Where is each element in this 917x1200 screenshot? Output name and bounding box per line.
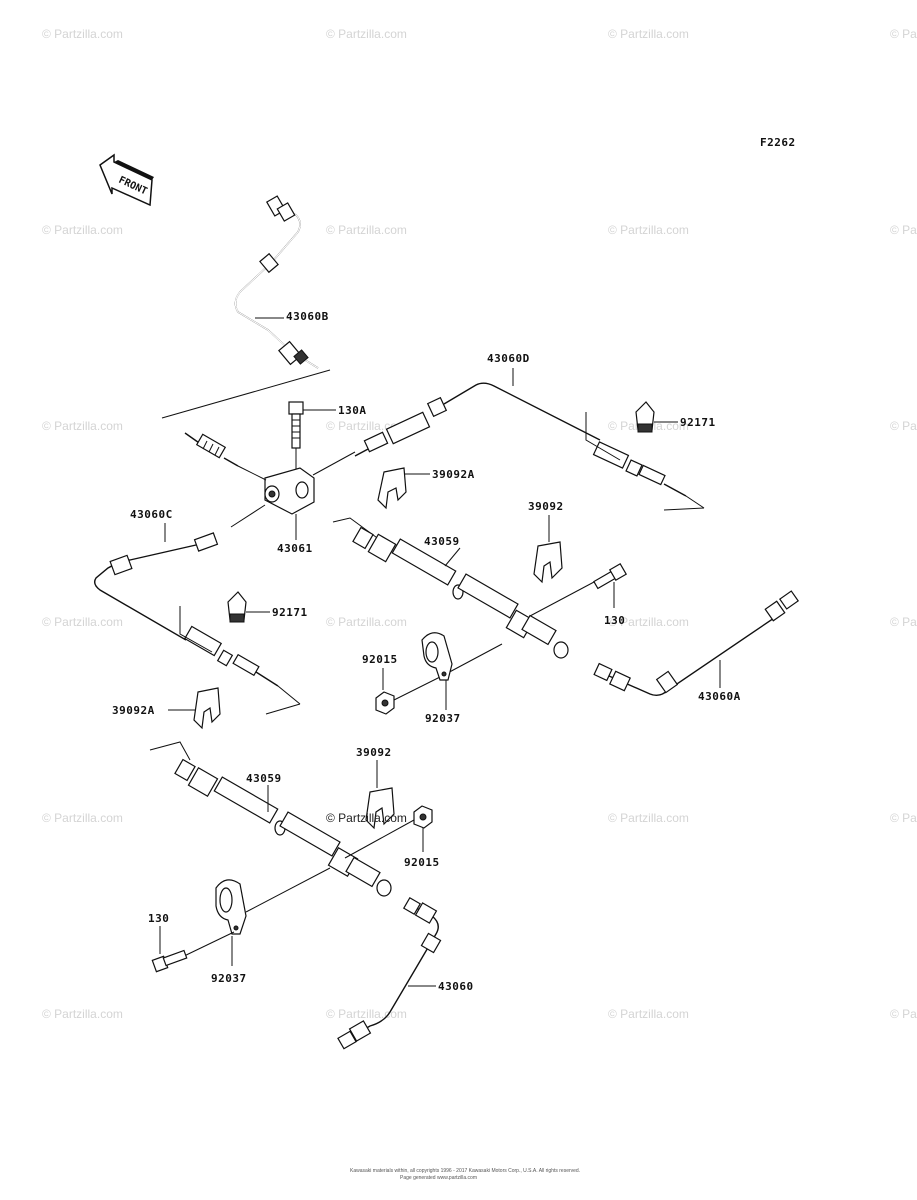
label-92171-mid: 92171	[272, 606, 308, 619]
label-92037-low: 92037	[211, 972, 247, 985]
brake-pipe-43060a[interactable]	[593, 590, 800, 697]
watermark-text: © Partzilla.com	[326, 1007, 407, 1021]
label-92015-top: 92015	[362, 653, 398, 666]
label-43060c: 43060C	[130, 508, 173, 521]
watermark-text: © Partzilla.com	[890, 27, 917, 41]
watermark-text: © Partzilla.com	[608, 1007, 689, 1021]
label-43060d: 43060D	[487, 352, 530, 365]
watermark-text: © Partzilla.com	[890, 615, 917, 629]
label-39092-top: 39092	[528, 500, 564, 513]
brake-hose-43059-top[interactable]	[332, 517, 569, 659]
clamp-92037-top[interactable]	[421, 632, 453, 681]
label-92171-top: 92171	[680, 416, 716, 429]
label-130a: 130A	[338, 404, 367, 417]
watermark-text: © Partzilla.com	[608, 615, 689, 629]
watermark-text: © Partzilla.com	[326, 223, 407, 237]
label-43060b: 43060B	[286, 310, 329, 323]
clamp-92171-mid[interactable]	[227, 591, 247, 623]
watermark-text: © Partzilla.com	[608, 27, 689, 41]
footer-copyright: Kawasaki materials within, all copyright…	[350, 1168, 580, 1174]
clip-39092a-top[interactable]	[377, 467, 407, 510]
bolt-130-right[interactable]	[593, 562, 628, 590]
watermark-text: © Partzilla.com	[890, 419, 917, 433]
label-130-low: 130	[148, 912, 169, 925]
watermark-text: © Partzilla.com	[890, 811, 917, 825]
watermark-text: © Partzilla.com	[608, 223, 689, 237]
watermark-text: © Partzilla.com	[42, 811, 123, 825]
footer-generated: Page generated www.partzilla.com	[400, 1175, 477, 1181]
figure-code: F2262	[760, 136, 796, 149]
nut-92015-low[interactable]	[413, 805, 433, 829]
watermark-text: © Partzilla.com	[42, 419, 123, 433]
clip-39092-low[interactable]	[365, 787, 395, 830]
label-92015-low: 92015	[404, 856, 440, 869]
watermark-text: © Partzilla.com	[42, 27, 123, 41]
watermark-text: © Partzilla.com	[608, 811, 689, 825]
watermark-grid: © Partzilla.com © Partzilla.com © Partzill…	[42, 27, 917, 1021]
watermark-text: © Partzilla.com	[326, 27, 407, 41]
label-39092a-left: 39092A	[112, 704, 155, 717]
brake-hose-43059-low[interactable]	[149, 741, 392, 897]
label-43059-top: 43059	[424, 535, 460, 548]
watermark-text: © Partzilla.com	[42, 223, 123, 237]
bolt-130-low[interactable]	[151, 949, 188, 973]
clamp-92171-top[interactable]	[635, 401, 655, 433]
brake-pipe-43060[interactable]	[337, 896, 442, 1050]
label-130-right: 130	[604, 614, 625, 627]
watermark-text: © Partzilla.com	[42, 615, 123, 629]
label-43061: 43061	[277, 542, 313, 555]
watermark-text: © Partzilla.com	[326, 615, 407, 629]
label-39092-low: 39092	[356, 746, 392, 759]
center-watermark: © Partzilla.com	[326, 811, 407, 825]
label-43060a: 43060A	[698, 690, 741, 703]
brake-pipe-43060b[interactable]	[234, 195, 319, 369]
bolt-130a[interactable]	[288, 401, 304, 449]
front-direction-arrow: FRONT	[99, 153, 154, 207]
joint-fitting-left	[184, 432, 239, 467]
label-92037-top: 92037	[425, 712, 461, 725]
brake-joint-43061[interactable]	[264, 467, 315, 515]
watermark-text: © Partzilla.com	[42, 1007, 123, 1021]
clip-39092-top[interactable]	[533, 541, 563, 584]
label-43060: 43060	[438, 980, 474, 993]
watermark-text: © Partzilla.com	[890, 223, 917, 237]
clip-39092a-left[interactable]	[193, 687, 221, 730]
clamp-92037-low[interactable]	[215, 879, 247, 935]
watermark-text: © Partzilla.com	[890, 1007, 917, 1021]
brake-pipe-43060c[interactable]	[93, 532, 279, 687]
nut-92015-top[interactable]	[375, 691, 395, 715]
label-39092a-top: 39092A	[432, 468, 475, 481]
label-43059-low: 43059	[246, 772, 282, 785]
